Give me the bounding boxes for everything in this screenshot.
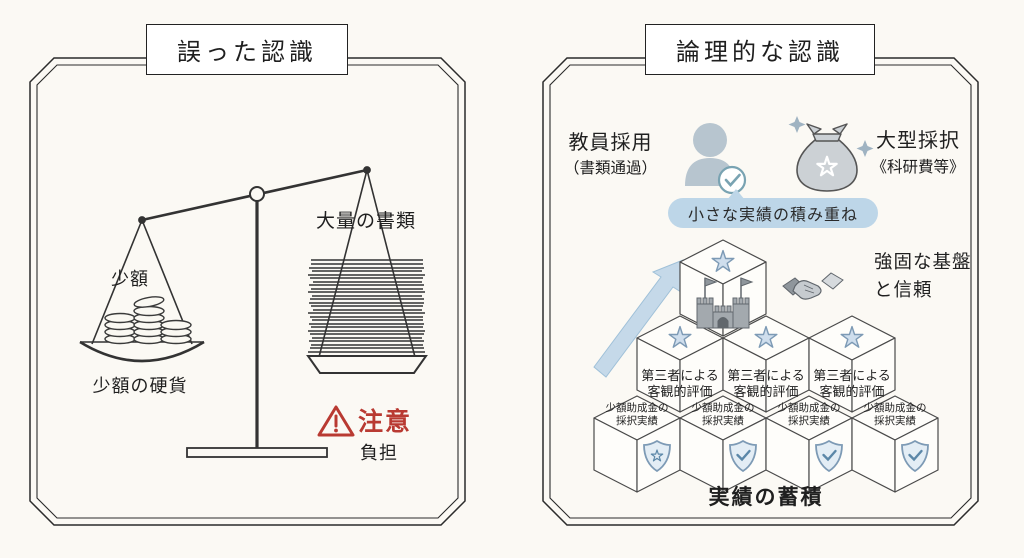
warning-icon [317, 405, 355, 437]
sparkle-icon [856, 140, 874, 157]
right-title-wrap: 論理的な認識 [535, 24, 985, 75]
bottom-caption: 実績の蓄積 [708, 486, 824, 509]
small-grant-line1: 少額助成金の [691, 402, 755, 414]
grant-label-line2: 《科研費等》 [871, 159, 965, 176]
small-grant-label: 少額助成金の 採択実績 [592, 402, 682, 427]
evaluation-line2: 客観的評価 [819, 384, 885, 400]
evaluation-line2: 客観的評価 [733, 384, 799, 400]
left-panel: 誤った認識 大量の書類 少額 少額の硬貨 注意 負担 [22, 24, 472, 530]
small-grant-line1: 少額助成金の [863, 402, 927, 414]
cube-small-grant-4 [851, 395, 939, 493]
shield-check-icon [815, 439, 843, 473]
castle-icon [696, 277, 754, 329]
right-panel-title: 論理的な認識 [645, 24, 875, 75]
documents-label: 大量の書類 [315, 211, 416, 232]
scale-fulcrum [249, 186, 265, 202]
evaluation-label: 第三者による 客観的評価 [630, 368, 730, 401]
star-icon [840, 325, 864, 348]
star-icon [754, 325, 778, 348]
coins-label: 少額 [111, 269, 149, 289]
small-grant-label: 少額助成金の 採択実績 [764, 402, 854, 427]
frame-border [542, 57, 979, 526]
coins-caption: 少額の硬貨 [92, 376, 188, 396]
warning-label: 注意 [358, 408, 413, 436]
star-icon [668, 325, 692, 348]
foundation-label-line2: と信頼 [874, 279, 933, 300]
scale-base [186, 447, 328, 458]
right-panel: 論理的な認識 教員採用 （書類通過） 大型採択 《科研費等》 小さな実績の積み重… [535, 24, 985, 530]
evaluation-line1: 第三者による [727, 368, 805, 383]
small-grant-label: 少額助成金の 採択実績 [850, 402, 940, 427]
coin-stack-icon [104, 296, 192, 345]
teacher-label-line2: （書類通過） [563, 160, 657, 177]
small-grant-line2: 採択実績 [616, 414, 658, 427]
foundation-label-line1: 強固な基盤 [874, 251, 972, 272]
evaluation-line1: 第三者による [641, 368, 719, 383]
burden-label: 負担 [360, 443, 398, 463]
money-bag-icon [788, 116, 874, 192]
shield-star-icon [643, 439, 671, 473]
evaluation-line2: 客観的評価 [647, 384, 713, 400]
small-grant-line1: 少額助成金の [605, 402, 669, 414]
left-panel-scene [29, 57, 466, 526]
evaluation-label: 第三者による 客観的評価 [716, 368, 816, 401]
teacher-label-line1: 教員採用 [568, 132, 653, 154]
small-grant-line2: 採択実績 [874, 414, 916, 427]
small-grant-line2: 採択実績 [788, 414, 830, 427]
small-grant-label: 少額助成金の 採択実績 [678, 402, 768, 427]
person-icon [685, 123, 747, 195]
balance-scale-icon [79, 166, 428, 458]
star-icon [711, 249, 735, 272]
small-grant-line2: 採択実績 [702, 414, 744, 427]
left-panel-title: 誤った認識 [146, 24, 348, 75]
speech-bubble: 小さな実績の積み重ね [668, 198, 878, 228]
grant-label-line1: 大型採択 [876, 130, 960, 152]
frame-border [29, 57, 466, 526]
shield-check-icon [729, 439, 757, 473]
paper-stack-icon [308, 259, 425, 353]
speech-bubble-tail [727, 189, 745, 200]
evaluation-line1: 第三者による [813, 368, 891, 383]
small-grant-line1: 少額助成金の [777, 402, 841, 414]
evaluation-label: 第三者による 客観的評価 [802, 368, 902, 401]
shield-check-icon [901, 439, 929, 473]
handshake-icon [782, 272, 844, 300]
right-panel-scene [542, 57, 979, 526]
left-title-wrap: 誤った認識 [22, 24, 472, 75]
sparkle-icon [788, 116, 806, 133]
